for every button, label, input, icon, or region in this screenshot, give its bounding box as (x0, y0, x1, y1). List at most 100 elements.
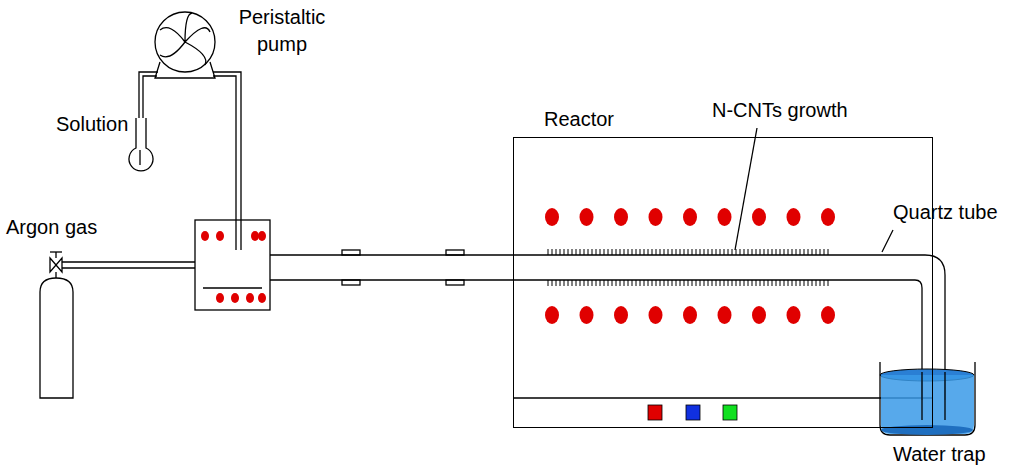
nanotube-stroke (584, 280, 585, 286)
nanotube-stroke (824, 249, 825, 255)
nanotube-stroke (784, 249, 785, 255)
nanotube-stroke (552, 280, 553, 286)
nanotube-stroke (744, 280, 745, 286)
nanotube-stroke (804, 280, 805, 286)
nanotube-stroke (828, 280, 829, 286)
nanotube-stroke (744, 249, 745, 255)
nanotube-stroke (724, 249, 725, 255)
heater-dot (787, 306, 801, 324)
nanotube-stroke (572, 249, 573, 255)
nanotube-stroke (768, 249, 769, 255)
nanotube-stroke (720, 249, 721, 255)
nanotube-stroke (808, 249, 809, 255)
heater-dot (251, 231, 259, 241)
nanotube-stroke (712, 280, 713, 286)
nanotube-stroke (676, 249, 677, 255)
nanotube-stroke (828, 249, 829, 255)
heater-dot (821, 208, 835, 226)
nanotube-stroke (620, 280, 621, 286)
control-button (686, 405, 700, 420)
nanotube-stroke (788, 249, 789, 255)
nanotube-stroke (784, 280, 785, 286)
nanotube-stroke (672, 280, 673, 286)
nanotube-stroke (628, 249, 629, 255)
nanotube-stroke (800, 280, 801, 286)
nanotube-stroke (704, 280, 705, 286)
heater-dot (231, 293, 239, 303)
cylinder-neck (55, 272, 56, 278)
nanotube-stroke (688, 249, 689, 255)
nanotube-stroke (712, 249, 713, 255)
nanotube-stroke (592, 280, 593, 286)
beaker (880, 362, 975, 435)
nanotube-stroke (764, 249, 765, 255)
nanotube-stroke (752, 249, 753, 255)
nanotube-stroke (772, 249, 773, 255)
nanotube-stroke (684, 249, 685, 255)
nanotube-stroke (580, 249, 581, 255)
nanotube-stroke (664, 249, 665, 255)
nanotube-stroke (824, 280, 825, 286)
pump-tubing (139, 72, 158, 118)
nanotube-stroke (644, 280, 645, 286)
nanotube-stroke (596, 249, 597, 255)
nanotube-stroke (600, 249, 601, 255)
nanotube-stroke (760, 249, 761, 255)
nanotube-stroke (776, 249, 777, 255)
nanotube-stroke (564, 249, 565, 255)
nanotube-stroke (556, 249, 557, 255)
nanotube-stroke (620, 249, 621, 255)
heater-dot (258, 293, 266, 303)
water-bottom (881, 425, 973, 435)
nanotube-stroke (596, 280, 597, 286)
control-button (648, 405, 662, 420)
nanotube-stroke (816, 249, 817, 255)
heater-dot (752, 306, 766, 324)
nanotube-stroke (820, 280, 821, 286)
quartz-tube (270, 280, 922, 400)
nanotube-stroke (548, 280, 549, 286)
nanotube-stroke (776, 280, 777, 286)
nanotube-stroke (808, 280, 809, 286)
nanotube-stroke (700, 280, 701, 286)
heater-dot (752, 208, 766, 226)
nanotube-stroke (740, 249, 741, 255)
nanotube-stroke (768, 280, 769, 286)
nanotube-stroke (648, 249, 649, 255)
nanotube-stroke (752, 280, 753, 286)
nanotube-stroke (804, 249, 805, 255)
heater-dot (545, 208, 559, 226)
heater-dot (545, 306, 559, 324)
nanotube-stroke (684, 280, 685, 286)
heater-dot (580, 208, 594, 226)
nanotube-stroke (704, 249, 705, 255)
nanotube-stroke (736, 280, 737, 286)
nanotube-stroke (604, 249, 605, 255)
tube-flange (446, 250, 464, 255)
nanotube-stroke (548, 249, 549, 255)
heater-dot (216, 231, 224, 241)
nanotube-stroke (680, 249, 681, 255)
nanotube-stroke (728, 280, 729, 286)
nanotube-stroke (764, 280, 765, 286)
pump-tubing (213, 72, 241, 250)
nanotube-stroke (632, 249, 633, 255)
nanotube-stroke (588, 280, 589, 286)
nanotube-stroke (688, 280, 689, 286)
nanotube-stroke (636, 249, 637, 255)
nanotube-stroke (780, 249, 781, 255)
nanotube-stroke (780, 280, 781, 286)
nanotube-stroke (588, 249, 589, 255)
nanotube-stroke (640, 249, 641, 255)
heater-dot (718, 208, 732, 226)
nanotube-stroke (716, 280, 717, 286)
nanotube-stroke (624, 249, 625, 255)
nanotube-stroke (656, 280, 657, 286)
nanotube-stroke (608, 249, 609, 255)
nanotube-stroke (676, 280, 677, 286)
nanotube-stroke (820, 249, 821, 255)
control-panel-line (513, 397, 933, 398)
nanotube-stroke (592, 249, 593, 255)
nanotube-stroke (800, 249, 801, 255)
preheater-box (195, 220, 270, 310)
